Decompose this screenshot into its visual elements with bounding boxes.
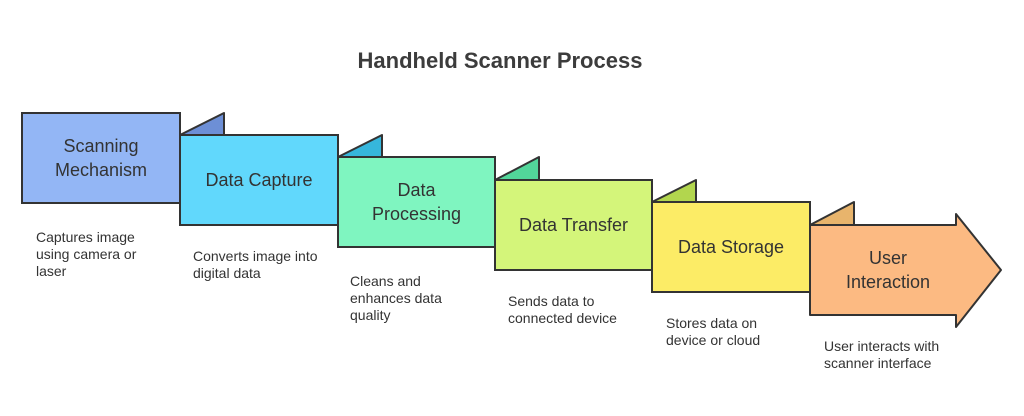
step-5-description: Stores data on device or cloud <box>666 315 761 348</box>
step-5-flap <box>809 201 855 226</box>
step-6-label: User Interaction <box>845 248 931 292</box>
step-4-description: Sends data to connected device <box>508 293 617 326</box>
step-3-box <box>337 156 496 248</box>
step-2-box <box>179 134 339 226</box>
step-1-label: Scanning Mechanism <box>54 136 148 180</box>
step-5-box <box>651 201 811 293</box>
step-3-label: Data Processing <box>371 180 462 224</box>
diagram-title: Handheld Scanner Process <box>357 48 643 73</box>
step-6-arrow <box>809 213 1002 328</box>
step-1-description: Captures image using camera or laser <box>36 229 137 279</box>
step-3-flap <box>494 156 540 181</box>
step-1-box <box>21 112 181 204</box>
step-6-description: User interacts with scanner interface <box>824 338 940 371</box>
step-4-flap <box>651 179 697 203</box>
step-2-flap <box>337 134 383 158</box>
step-1-flap <box>179 112 225 136</box>
step-4-label: Data Transfer <box>518 215 629 235</box>
step-3-description: Cleans and enhances data quality <box>350 273 442 323</box>
step-2-description: Converts image into digital data <box>193 248 318 281</box>
step-5-label: Data Storage <box>677 237 785 257</box>
step-2-label: Data Capture <box>205 170 313 190</box>
